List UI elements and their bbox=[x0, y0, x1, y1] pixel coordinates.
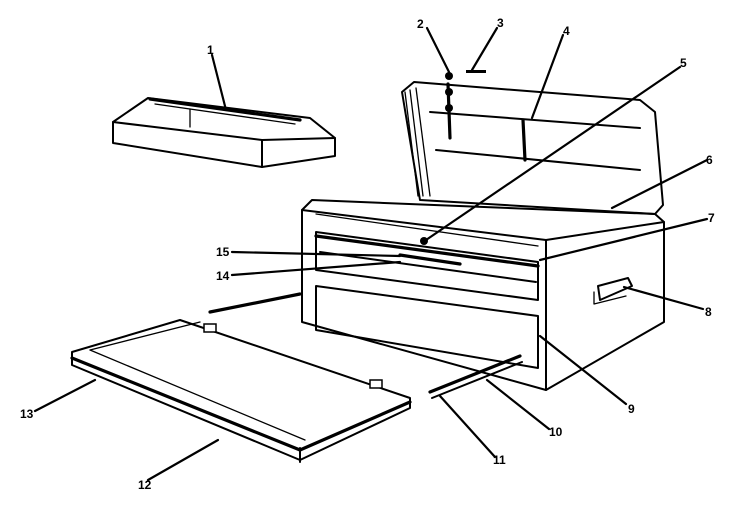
callout-3: 3 bbox=[497, 16, 504, 30]
callout-5: 5 bbox=[680, 56, 687, 70]
callout-9: 9 bbox=[628, 402, 635, 416]
chest-body bbox=[301, 199, 665, 391]
callout-14: 14 bbox=[216, 269, 230, 283]
callout-6: 6 bbox=[706, 153, 713, 167]
callout-1: 1 bbox=[207, 43, 214, 57]
leader-lines bbox=[33, 26, 709, 482]
callout-13: 13 bbox=[20, 407, 34, 421]
callout-11: 11 bbox=[493, 453, 506, 467]
callout-10: 10 bbox=[549, 425, 563, 439]
callout-15: 15 bbox=[216, 245, 230, 259]
callout-labels: 1 2 3 4 5 6 7 8 9 10 11 12 13 14 15 bbox=[20, 16, 715, 492]
callout-12: 12 bbox=[138, 478, 152, 492]
callout-2: 2 bbox=[417, 17, 424, 31]
callout-4: 4 bbox=[563, 24, 570, 38]
callout-8: 8 bbox=[705, 305, 712, 319]
tray-part bbox=[112, 97, 336, 168]
lid-part bbox=[401, 70, 664, 215]
slide-rail-part bbox=[428, 354, 523, 399]
drawer-part bbox=[70, 292, 412, 463]
callout-7: 7 bbox=[708, 211, 715, 225]
